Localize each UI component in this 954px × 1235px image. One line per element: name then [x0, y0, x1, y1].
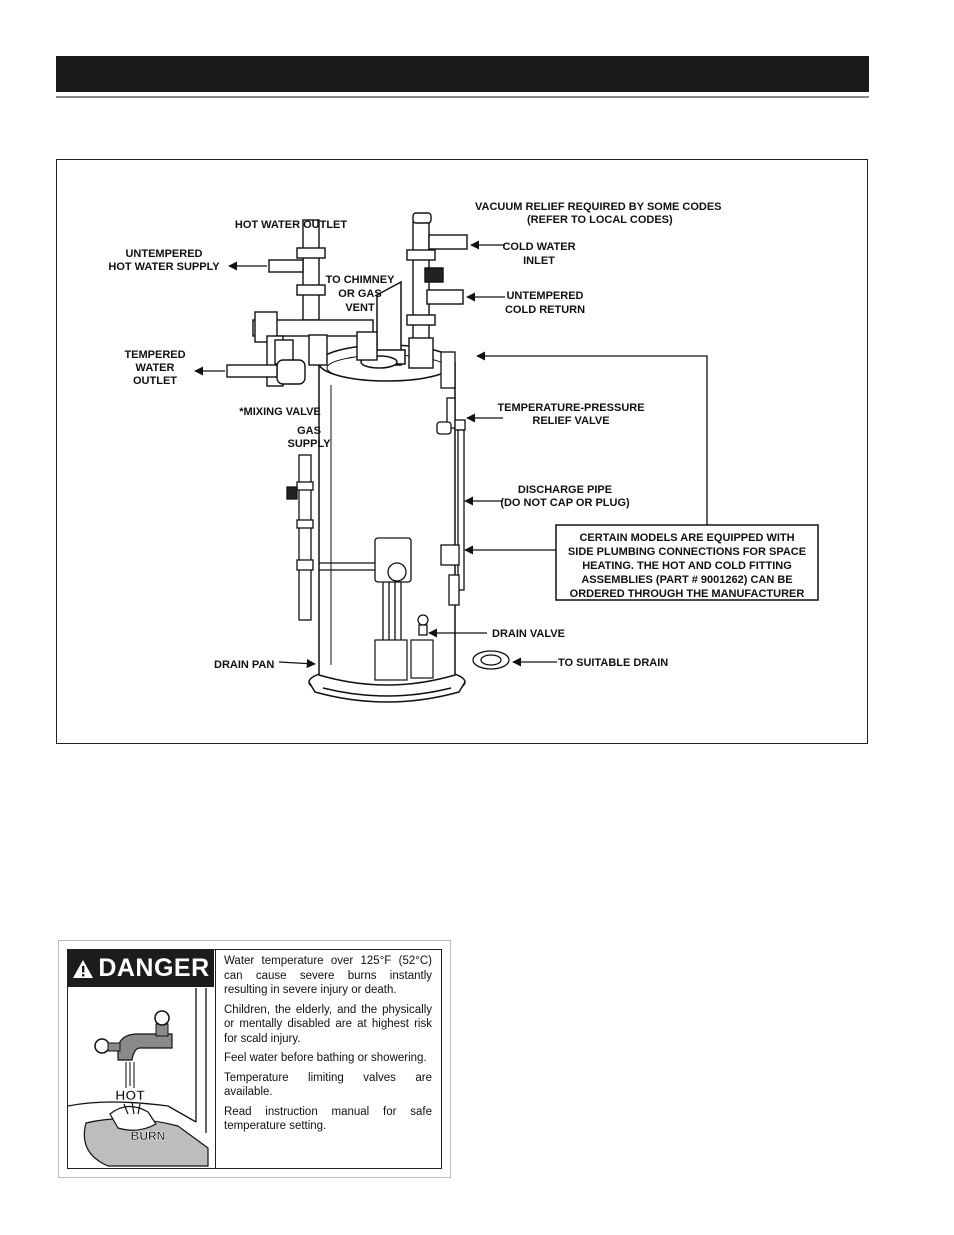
- danger-header: DANGER: [68, 950, 214, 987]
- svg-text:OUTLET: OUTLET: [133, 375, 177, 387]
- danger-label-frame: DANGER HOT BURN Water temperature over: [67, 949, 442, 1169]
- svg-text:TEMPERED: TEMPERED: [124, 349, 185, 361]
- leader-arrows: [194, 240, 708, 669]
- section-header-bar: [56, 56, 869, 92]
- scald-pictogram-icon: HOT BURN: [68, 988, 209, 1167]
- svg-text:CERTAIN MODELS ARE EQUIPPED WI: CERTAIN MODELS ARE EQUIPPED WITH: [579, 532, 794, 544]
- cold-inlet-piping: [406, 212, 468, 369]
- svg-text:COLD WATER: COLD WATER: [502, 241, 575, 253]
- svg-text:INLET: INLET: [523, 255, 555, 267]
- gas-supply-pipe: [286, 454, 314, 621]
- svg-text:OR GAS: OR GAS: [338, 288, 381, 300]
- svg-text:TO SUITABLE DRAIN: TO SUITABLE DRAIN: [558, 657, 668, 669]
- svg-text:(REFER TO LOCAL CODES): (REFER TO LOCAL CODES): [527, 214, 673, 226]
- svg-text:DRAIN VALVE: DRAIN VALVE: [492, 628, 565, 640]
- svg-text:HOT WATER OUTLET: HOT WATER OUTLET: [235, 219, 348, 231]
- svg-text:*MIXING VALVE: *MIXING VALVE: [239, 406, 321, 418]
- svg-text:ASSEMBLIES (PART # 9001262) CA: ASSEMBLIES (PART # 9001262) CAN BE: [581, 574, 792, 586]
- danger-label: DANGER HOT BURN Water temperature over: [58, 940, 451, 1178]
- svg-text:TEMPERATURE-PRESSURE: TEMPERATURE-PRESSURE: [497, 402, 644, 414]
- tp-valve-discharge: [417, 351, 466, 636]
- water-heater-tank: [318, 344, 456, 686]
- warning-triangle-icon: [73, 959, 94, 978]
- suitable-drain: [472, 650, 510, 670]
- svg-text:DRAIN PAN: DRAIN PAN: [214, 659, 274, 671]
- svg-text:UNTEMPERED: UNTEMPERED: [506, 290, 583, 302]
- svg-text:WATER: WATER: [136, 362, 175, 374]
- burn-label: BURN: [131, 1129, 166, 1143]
- svg-text:ORDERED THROUGH THE MANUFACTUR: ORDERED THROUGH THE MANUFACTURER: [570, 588, 805, 600]
- svg-text:RELIEF VALVE: RELIEF VALVE: [532, 415, 609, 427]
- danger-text: Water temperature over 125°F (52°C) can …: [224, 954, 432, 1139]
- svg-text:SIDE PLUMBING CONNECTIONS FOR: SIDE PLUMBING CONNECTIONS FOR SPACE: [568, 546, 806, 558]
- svg-text:TO CHIMNEY: TO CHIMNEY: [326, 274, 396, 286]
- danger-paragraph: Water temperature over 125°F (52°C) can …: [224, 955, 432, 996]
- hot-outlet-piping: [226, 219, 378, 387]
- svg-text:GAS: GAS: [297, 425, 321, 437]
- diagram-labels: HOT WATER OUTLET UNTEMPERED HOT WATER SU…: [108, 201, 721, 671]
- danger-paragraph: Children, the elderly, and the physicall…: [224, 1003, 432, 1045]
- svg-text:SUPPLY: SUPPLY: [287, 438, 331, 450]
- svg-text:VENT: VENT: [345, 302, 375, 314]
- svg-text:HOT WATER SUPPLY: HOT WATER SUPPLY: [108, 261, 220, 273]
- svg-text:COLD RETURN: COLD RETURN: [505, 304, 585, 316]
- header-rule: [56, 96, 869, 98]
- svg-text:(DO NOT CAP OR PLUG): (DO NOT CAP OR PLUG): [500, 497, 630, 509]
- svg-text:UNTEMPERED: UNTEMPERED: [125, 248, 202, 260]
- side-plumbing-note: CERTAIN MODELS ARE EQUIPPED WITH SIDE PL…: [555, 524, 819, 601]
- danger-paragraph: Temperature limiting valves are availabl…: [224, 1071, 432, 1099]
- danger-paragraph: Read instruction manual for safe tempera…: [224, 1105, 432, 1133]
- water-heater-diagram: CERTAIN MODELS ARE EQUIPPED WITH SIDE PL…: [108, 201, 819, 703]
- danger-paragraph: Feel water before bathing or showering.: [224, 1052, 427, 1064]
- danger-title: DANGER: [98, 954, 210, 982]
- gas-control-valve: [319, 537, 412, 640]
- water-heater-installation-figure: CERTAIN MODELS ARE EQUIPPED WITH SIDE PL…: [56, 159, 868, 744]
- danger-pictogram-panel: DANGER HOT BURN: [68, 950, 216, 1168]
- svg-text:VACUUM RELIEF REQUIRED BY SOME: VACUUM RELIEF REQUIRED BY SOME CODES: [475, 201, 722, 213]
- svg-text:HEATING. THE HOT AND COLD FIT: HEATING. THE HOT AND COLD FITTING: [582, 560, 792, 572]
- hot-label: HOT: [115, 1087, 145, 1103]
- svg-text:DISCHARGE PIPE: DISCHARGE PIPE: [518, 484, 612, 496]
